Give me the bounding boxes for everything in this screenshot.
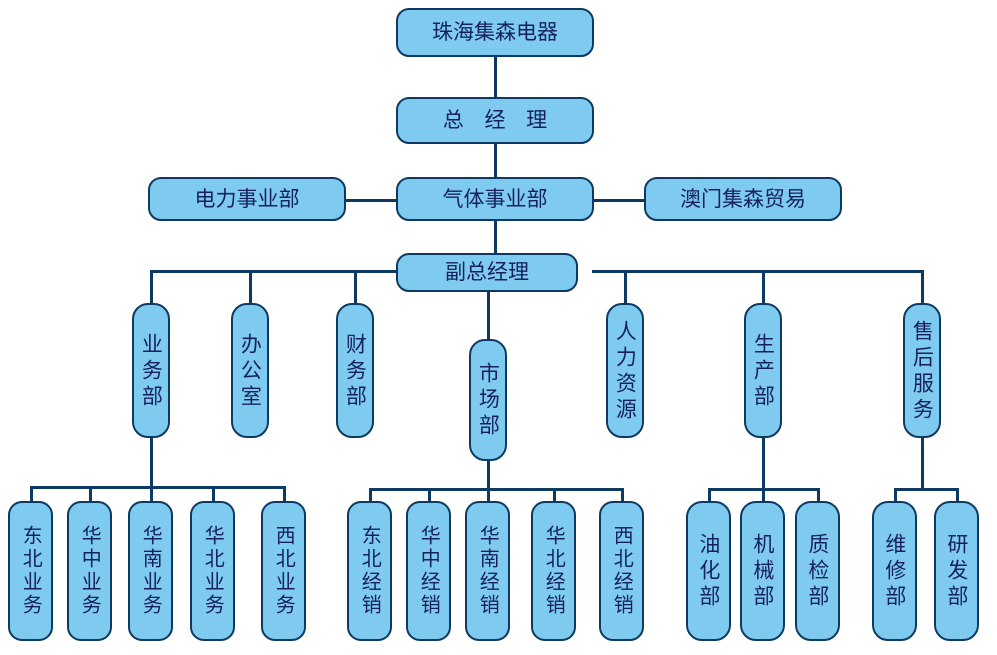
node-dept-hr[interactable]: 人力资源 (606, 303, 644, 438)
node-gas-division[interactable]: 气体事业部 (396, 177, 594, 221)
node-dist-northeast[interactable]: 东北经销 (347, 501, 392, 641)
connector-drop-after-repair (894, 488, 897, 502)
node-company[interactable]: 珠海集森电器 (396, 8, 594, 57)
node-dept-finance[interactable]: 财务部 (336, 303, 374, 438)
node-biz-southchina[interactable]: 华南业务 (128, 501, 173, 641)
node-dept-production[interactable]: 生产部 (744, 303, 782, 438)
connector-gas-to-macau (592, 199, 644, 202)
node-power-division[interactable]: 电力事业部 (148, 177, 346, 221)
node-dept-market[interactable]: 市场部 (469, 339, 507, 461)
node-after-repair[interactable]: 维修部 (872, 501, 917, 641)
connector-drop-business (150, 270, 153, 303)
node-biz-centralchina[interactable]: 华中业务 (67, 501, 112, 641)
connector-drop-prod-oilchem (708, 488, 711, 502)
connector-deputy-to-market (487, 289, 490, 339)
connector-drop-dist-centralchina (428, 488, 431, 502)
connector-drop-prod-quality (817, 488, 820, 502)
connector-aftersales-to-bus (921, 437, 924, 488)
connector-drop-dist-northeast (369, 488, 372, 502)
connector-company-to-gm (494, 57, 497, 97)
connector-drop-dist-southchina (487, 488, 490, 502)
node-prod-machinery[interactable]: 机械部 (740, 501, 785, 641)
node-general-manager[interactable]: 总 经 理 (396, 97, 594, 144)
connector-aftersales-sub-bus (894, 488, 959, 491)
connector-gas-to-power (346, 199, 398, 202)
connector-regional-business-bus (30, 486, 286, 489)
node-dist-northchina[interactable]: 华北经销 (531, 501, 576, 641)
connector-department-bus-left (150, 270, 398, 273)
connector-drop-dist-northwest (621, 488, 624, 502)
connector-drop-prod-machinery (762, 488, 765, 502)
connector-market-to-bus (487, 460, 490, 488)
connector-drop-biz-centralchina (89, 486, 92, 502)
node-after-rnd[interactable]: 研发部 (934, 501, 979, 641)
node-biz-northwest[interactable]: 西北业务 (261, 501, 306, 641)
node-prod-quality[interactable]: 质检部 (795, 501, 840, 641)
node-biz-northeast[interactable]: 东北业务 (8, 501, 53, 641)
connector-drop-production (762, 270, 765, 303)
connector-drop-hr (624, 270, 627, 303)
node-biz-northchina[interactable]: 华北业务 (190, 501, 235, 641)
connector-drop-dist-northchina (553, 488, 556, 502)
node-deputy-general-manager[interactable]: 副总经理 (396, 253, 578, 292)
connector-drop-aftersales (921, 270, 924, 303)
node-dist-southchina[interactable]: 华南经销 (465, 501, 510, 641)
connector-drop-biz-northeast (30, 486, 33, 502)
connector-drop-biz-northchina (212, 486, 215, 502)
node-dist-northwest[interactable]: 西北经销 (599, 501, 644, 641)
node-macau-trade[interactable]: 澳门集森贸易 (644, 177, 842, 221)
connector-distribution-bus (369, 488, 624, 491)
connector-business-to-bus (150, 437, 153, 486)
node-dept-aftersales[interactable]: 售后服务 (903, 303, 941, 438)
node-dept-office[interactable]: 办公室 (231, 303, 269, 438)
node-dept-business[interactable]: 业务部 (132, 303, 170, 438)
connector-production-to-bus (762, 437, 765, 488)
connector-gas-to-deputy (494, 221, 497, 256)
connector-drop-after-rnd (956, 488, 959, 502)
connector-drop-office (249, 270, 252, 303)
node-prod-oilchem[interactable]: 油化部 (686, 501, 731, 641)
connector-department-bus-right (592, 270, 924, 273)
node-dist-centralchina[interactable]: 华中经销 (406, 501, 451, 641)
connector-drop-finance (354, 270, 357, 303)
connector-drop-biz-northwest (283, 486, 286, 502)
connector-gm-to-gas (494, 144, 497, 179)
connector-drop-biz-southchina (150, 486, 153, 502)
